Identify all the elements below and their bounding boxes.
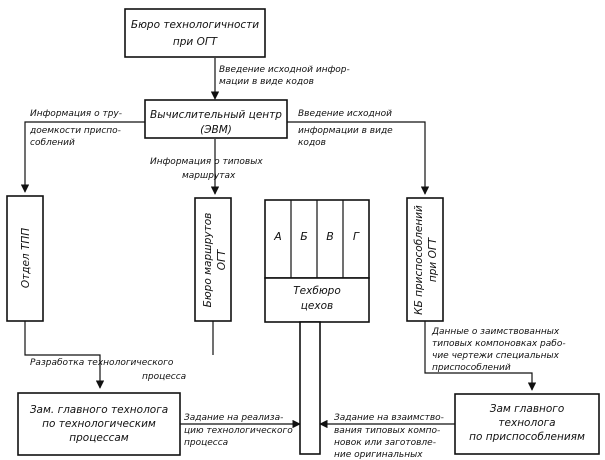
- flow-typical-routes-2: маршрутах: [182, 171, 236, 181]
- workshop-bureau-line-1: Техбюро: [293, 285, 341, 297]
- kb-fixtures-line-2: при ОГТ: [427, 236, 439, 282]
- deputy-fixtures-line-2: технолога: [498, 417, 555, 429]
- deputy-fixtures-line-1: Зам главного: [490, 403, 565, 415]
- workshop-group: А Б В Г Техбюро цехов: [264, 199, 370, 455]
- workshop-bureau-line-2: цехов: [301, 300, 333, 312]
- flow-borrowed-layouts-1: Данные о заимствованных: [431, 327, 560, 337]
- arrow-dept-tpp-to-deputy: [24, 321, 105, 389]
- workshop-bureau-box: [264, 277, 370, 323]
- deputy-fixtures-line-3: по приспособлениям: [469, 431, 585, 443]
- section-b: Б: [300, 230, 308, 243]
- arrow-kb-to-deputy-fixtures: [424, 321, 537, 391]
- flow-typical-routes-1: Информация о типовых: [150, 157, 263, 167]
- bureau-routes-line-1: Бюро маршрутов: [202, 213, 214, 308]
- flow-initial-codes-right-1: Введение исходной: [298, 109, 392, 119]
- flow-labor-info-1: Информация о тру-: [30, 109, 122, 119]
- dept-tpp-label: Отдел ТПП: [20, 228, 32, 288]
- flow-borrowed-layouts-2: типовых компоновках рабо-: [432, 339, 566, 349]
- bureau-routes-box: [194, 197, 232, 322]
- flow-initial-codes-top-2: мации в виде кодов: [219, 77, 314, 87]
- bureau-tech-line-1: Бюро технологичности: [131, 19, 259, 31]
- flow-labor-info-2: доемкости приспо-: [29, 126, 121, 136]
- section-a: А: [273, 230, 282, 243]
- dept-tpp-box: [6, 195, 44, 322]
- flow-initial-codes-right-2: информации в виде: [298, 126, 393, 136]
- computing-center-line-2: (ЭВМ): [200, 124, 232, 136]
- section-v: В: [326, 230, 334, 243]
- flow-initial-codes-top-1: Введение исходной инфор-: [219, 65, 350, 75]
- flow-process-development-1: Разработка технологического: [30, 358, 174, 368]
- section-g: Г: [353, 230, 360, 243]
- deputy-fixtures-box: [454, 393, 600, 455]
- flow-process-task-2: цию технологического: [184, 426, 293, 436]
- workshop-stem: [299, 321, 321, 455]
- deputy-process-line-1: Зам. главного технолога: [30, 404, 168, 416]
- kb-fixtures-box: [406, 197, 444, 322]
- flow-borrowed-layouts-4: приспособлений: [432, 363, 511, 373]
- kb-fixtures-line-1: КБ приспособлений: [413, 205, 425, 315]
- bureau-routes-line-2: ОГТ: [216, 248, 228, 270]
- deputy-process-box: [17, 392, 181, 456]
- flow-process-development-2: процесса: [142, 372, 186, 382]
- flow-borrow-task-2: вания типовых компо-: [334, 426, 440, 436]
- computing-center-box: [144, 99, 288, 139]
- bureau-tech-line-2: при ОГТ: [173, 36, 219, 48]
- flow-borrowed-layouts-3: чие чертежи специальных: [432, 351, 560, 361]
- arrow-computing-to-dept-tpp: [20, 121, 145, 193]
- arrow-computing-to-kb: [287, 121, 430, 195]
- connectors: [20, 58, 537, 429]
- flow-borrow-task-3: новок или заготовле-: [334, 438, 436, 448]
- deputy-process-line-2: по технологическим: [42, 418, 156, 430]
- flow-initial-codes-right-3: кодов: [298, 138, 326, 148]
- flow-borrow-task-1: Задание на взаимство-: [334, 413, 444, 423]
- deputy-process-line-3: процессам: [69, 432, 129, 444]
- flow-process-task-1: Задание на реализа-: [184, 413, 283, 423]
- flow-labor-info-3: соблений: [30, 138, 75, 148]
- bureau-tech-box: [124, 8, 266, 58]
- flow-process-task-3: процесса: [184, 438, 228, 448]
- computing-center-line-1: Вычислительный центр: [150, 109, 282, 121]
- flow-borrow-task-4: ние оригинальных: [334, 450, 423, 460]
